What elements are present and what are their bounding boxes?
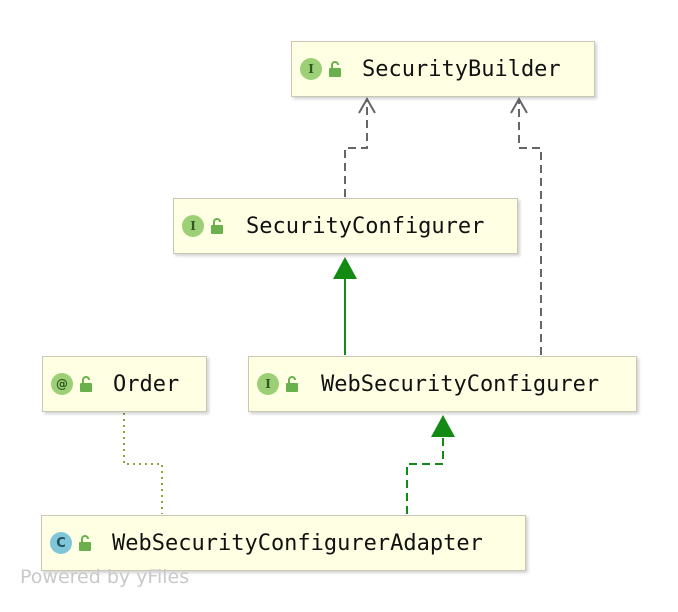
interface-icon: I [300, 58, 322, 80]
node-label: Order [113, 371, 180, 397]
interface-icon: I [182, 215, 204, 237]
unlocked-icon [286, 376, 298, 392]
edge-adapter-implements-websecurityconfigurer [406, 437, 444, 514]
unlocked-icon [80, 376, 92, 392]
node-security-builder[interactable]: I SecurityBuilder [291, 41, 595, 97]
interface-icon: I [257, 373, 279, 395]
annotation-icon: @ [51, 373, 73, 395]
node-label: SecurityBuilder [362, 56, 561, 82]
filled-arrowhead-1 [333, 257, 357, 279]
node-label: SecurityConfigurer [246, 213, 485, 239]
node-label: WebSecurityConfigurerAdapter [112, 530, 483, 556]
node-order[interactable]: @ Order [42, 356, 207, 412]
filled-arrowhead-2 [431, 415, 455, 437]
unlocked-icon [211, 218, 223, 234]
unlocked-icon [329, 61, 341, 77]
node-web-security-configurer[interactable]: I WebSecurityConfigurer [248, 356, 637, 412]
class-icon: C [50, 532, 72, 554]
open-arrowhead-1 [358, 96, 376, 114]
edge-order-annotation-adapter [123, 413, 163, 514]
node-web-security-configurer-adapter[interactable]: C WebSecurityConfigurerAdapter [41, 515, 526, 571]
unlocked-icon [79, 535, 91, 551]
node-label: WebSecurityConfigurer [321, 371, 600, 397]
edge-securityconfigurer-to-securitybuilder [344, 99, 368, 197]
node-security-configurer[interactable]: I SecurityConfigurer [173, 198, 518, 254]
watermark: Powered by yFiles [20, 566, 190, 588]
edge-websecurityconfigurer-to-securitybuilder [518, 99, 542, 355]
open-arrowhead-2 [510, 96, 528, 114]
